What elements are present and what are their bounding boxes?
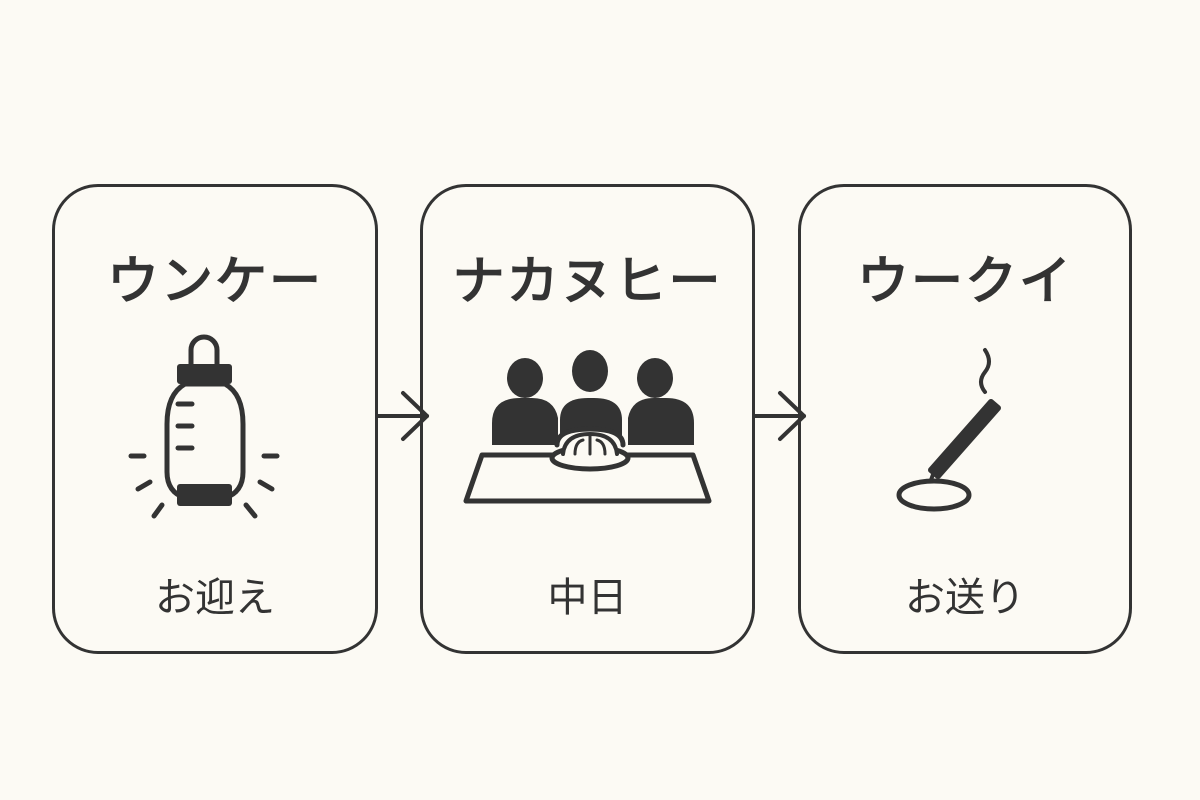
stage-title: ウンケー [106, 252, 323, 312]
arrow-right-icon [753, 391, 806, 441]
incense-icon [896, 348, 1001, 512]
stage-subtitle: 中日 [547, 575, 628, 621]
stage-title: ナカヌヒー [452, 252, 723, 312]
arrow-right-icon [376, 391, 429, 441]
lantern-icon [128, 334, 280, 519]
stage-subtitle: お送り [905, 575, 1025, 621]
family-meal-icon [463, 350, 712, 504]
stage-card-unke: ウンケー お迎え [52, 184, 378, 654]
stage-title: ウークイ [856, 252, 1073, 312]
stage-card-ukui: ウークイ お送り [798, 184, 1132, 654]
stage-subtitle: お迎え [155, 575, 275, 621]
